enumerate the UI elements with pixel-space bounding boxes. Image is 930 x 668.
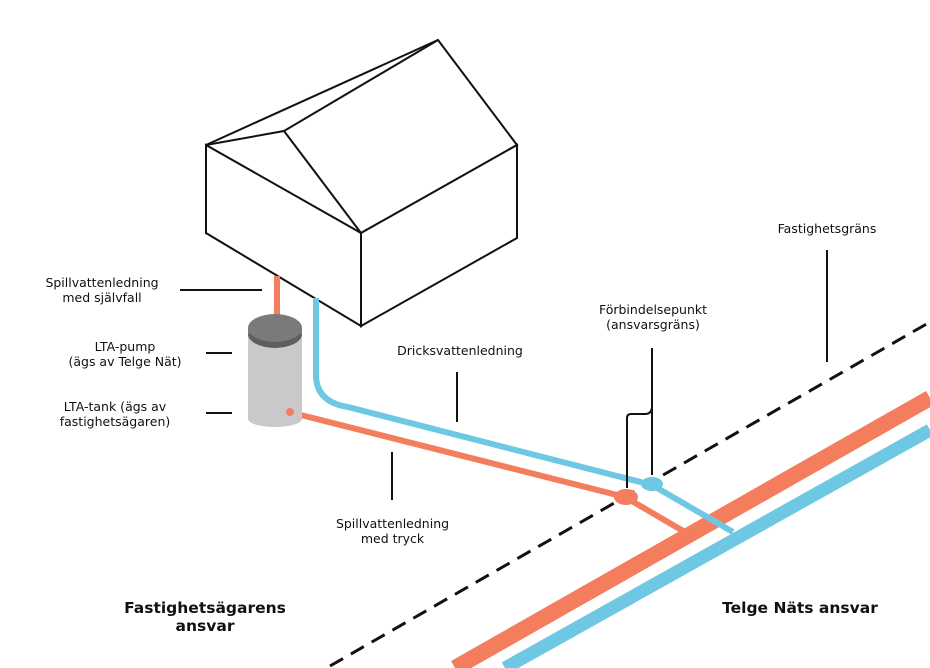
label-pressure-sewer: Spillvattenledning med tryck [335,516,450,546]
leader-connection-point [626,348,653,488]
label-telge-responsibility: Telge Näts ansvar [722,599,878,617]
label-gravity-sewer: Spillvattenledning med självfall [45,275,159,305]
pressure-sewer-pipe [288,409,626,500]
wastewater-branch [623,494,692,538]
wastewater-connection-point [614,489,638,505]
drinking-water-connection-point [641,477,663,491]
label-connection-point: Förbindelsepunkt (ansvarsgräns) [598,302,708,332]
main-drinking-water-pipe [501,424,930,668]
tank-outlet [286,408,294,416]
label-owner-responsibility: Fastighetsägarens ansvar [124,599,286,635]
drinking-water-pipe [313,298,653,488]
drinking-water-branch [650,482,735,535]
label-lta-pump: LTA-pump (ägs av Telge Nät) [68,339,182,369]
label-property-boundary: Fastighetsgräns [777,221,877,236]
house-icon [205,38,519,328]
label-lta-tank: LTA-tank (ägs av fastighetsägaren) [59,399,171,429]
main-wastewater-pipe [451,391,930,668]
lta-tank-icon [248,314,302,427]
label-drinking-water: Dricksvattenledning [397,343,523,358]
